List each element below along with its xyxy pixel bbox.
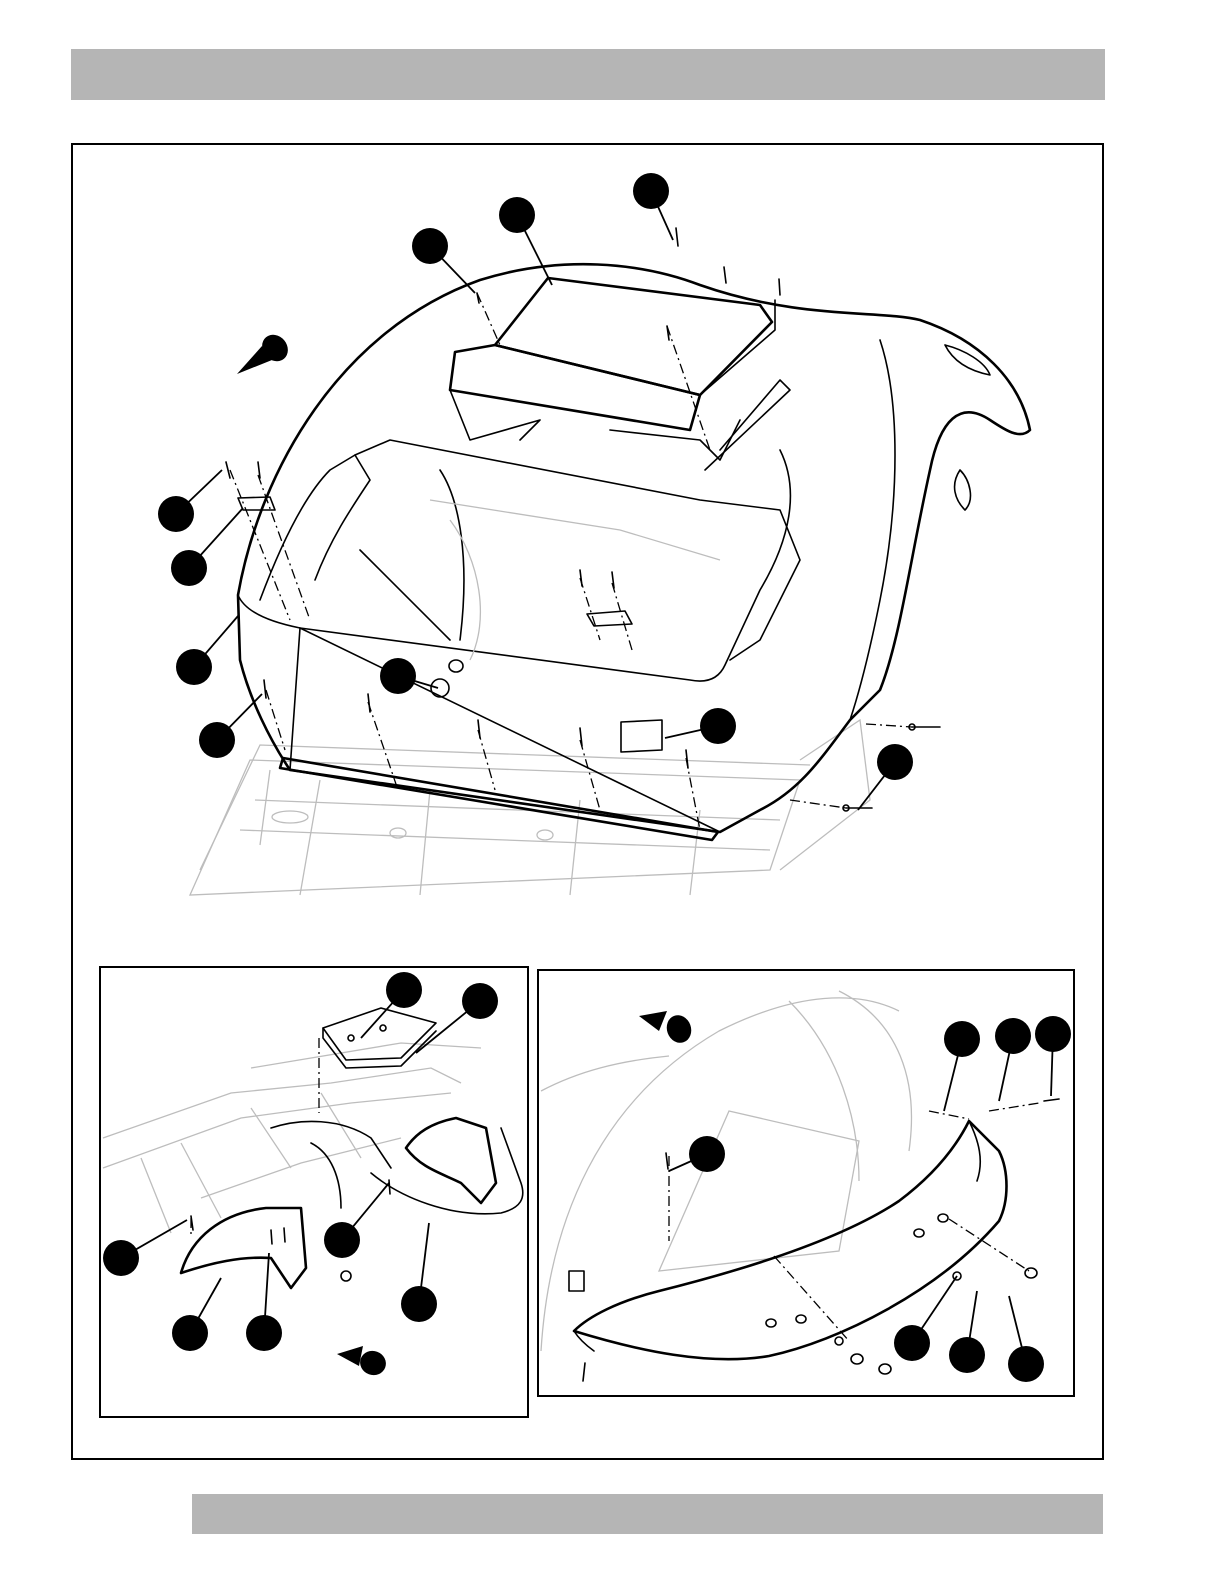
body-shell-background: [541, 991, 911, 1351]
callout-marker: [199, 722, 235, 758]
fasteners: [226, 228, 940, 811]
rear-body-shell: [238, 264, 1030, 832]
callout-markers: [669, 1016, 1071, 1382]
callout-marker: [949, 1337, 985, 1373]
callout-marker: [158, 496, 194, 532]
inset-right-view: [537, 969, 1075, 1397]
inset-right-drawing: [539, 971, 1077, 1399]
hinge-brackets: [238, 497, 662, 752]
callout-marker: [172, 1315, 208, 1351]
inset-left-view: [99, 966, 529, 1418]
callout-marker: [246, 1315, 282, 1351]
explode-lines: [669, 1103, 1039, 1341]
cone-arrow-icon: [337, 1346, 389, 1379]
explode-lines: [230, 293, 912, 830]
callout-marker: [995, 1018, 1031, 1054]
callout-marker: [894, 1325, 930, 1361]
callout-marker: [462, 983, 498, 1019]
callout-marker: [1008, 1346, 1044, 1382]
callout-marker: [633, 173, 669, 209]
cone-arrow-icon: [237, 330, 293, 374]
seat-support-panel: [450, 278, 790, 470]
callout-marker: [103, 1240, 139, 1276]
callout-marker: [412, 228, 448, 264]
callout-marker: [1035, 1016, 1071, 1052]
callout-marker: [401, 1286, 437, 1322]
callout-marker: [176, 649, 212, 685]
fasteners: [569, 1099, 1059, 1381]
callout-marker: [324, 1222, 360, 1258]
callout-marker: [700, 708, 736, 744]
callout-marker: [877, 744, 913, 780]
inset-left-drawing: [101, 968, 531, 1420]
footer-bar: [192, 1494, 1103, 1534]
callout-markers: [103, 972, 498, 1351]
callout-marker: [944, 1021, 980, 1057]
callout-marker: [171, 550, 207, 586]
fasteners: [191, 1180, 390, 1281]
cone-arrow-icon: [639, 1011, 695, 1046]
rear-bumper: [574, 1121, 1007, 1359]
callout-marker: [386, 972, 422, 1008]
chassis-frame: [103, 1043, 481, 1233]
callout-marker: [380, 658, 416, 694]
callout-marker: [499, 197, 535, 233]
callout-marker: [689, 1136, 725, 1172]
